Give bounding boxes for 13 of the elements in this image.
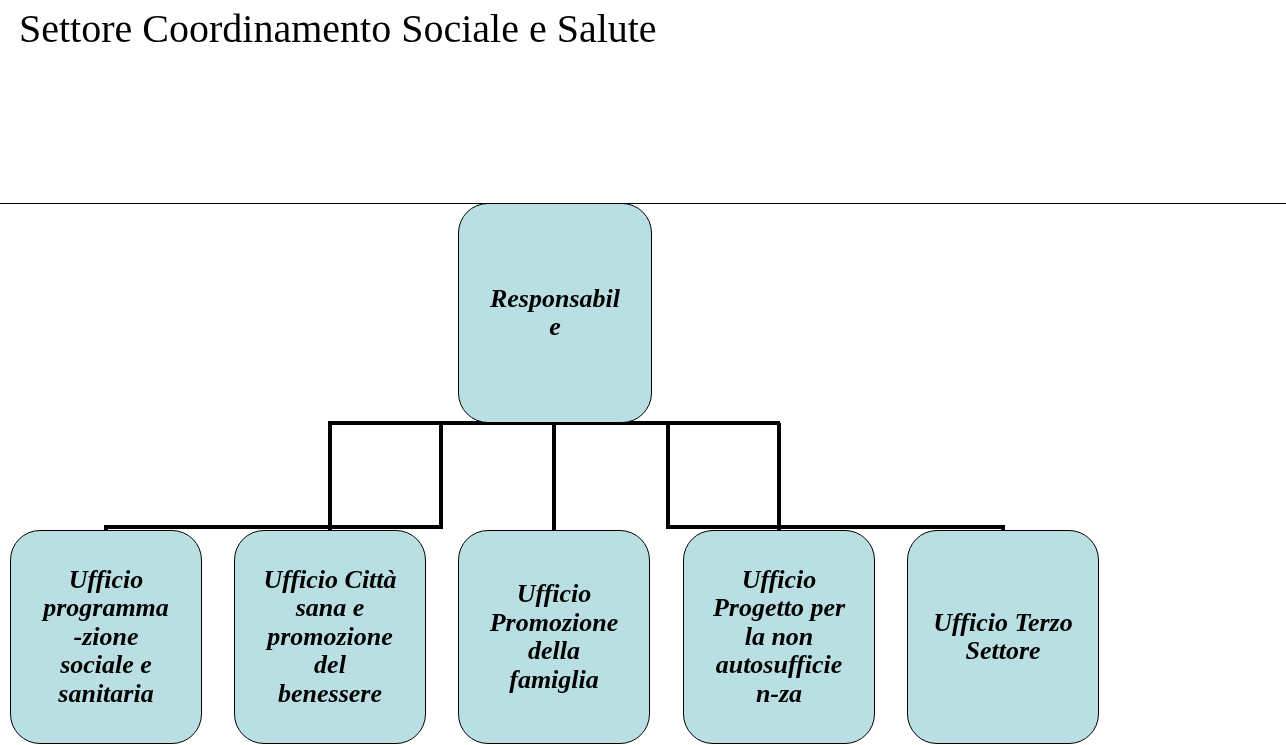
title-text: Settore Coordinamento Sociale e Salute — [19, 7, 657, 51]
office-box — [234, 530, 426, 744]
office-box — [10, 530, 202, 744]
office-box — [907, 530, 1099, 744]
office-label: Ufficio Città sana e promozione del benessere — [262, 565, 398, 709]
office-box — [458, 530, 650, 744]
office-label: Ufficio Progetto per la non autosufficie n-za — [711, 565, 847, 709]
office-label: Ufficio Terzo Settore — [933, 608, 1073, 666]
office-label: Ufficio Promozione della famiglia — [488, 580, 620, 694]
office-box — [458, 203, 652, 423]
office-label: Ufficio programma -zione sociale e sanitaria — [40, 565, 170, 709]
office-label: Responsabil e — [489, 284, 621, 342]
office-box — [683, 530, 875, 744]
